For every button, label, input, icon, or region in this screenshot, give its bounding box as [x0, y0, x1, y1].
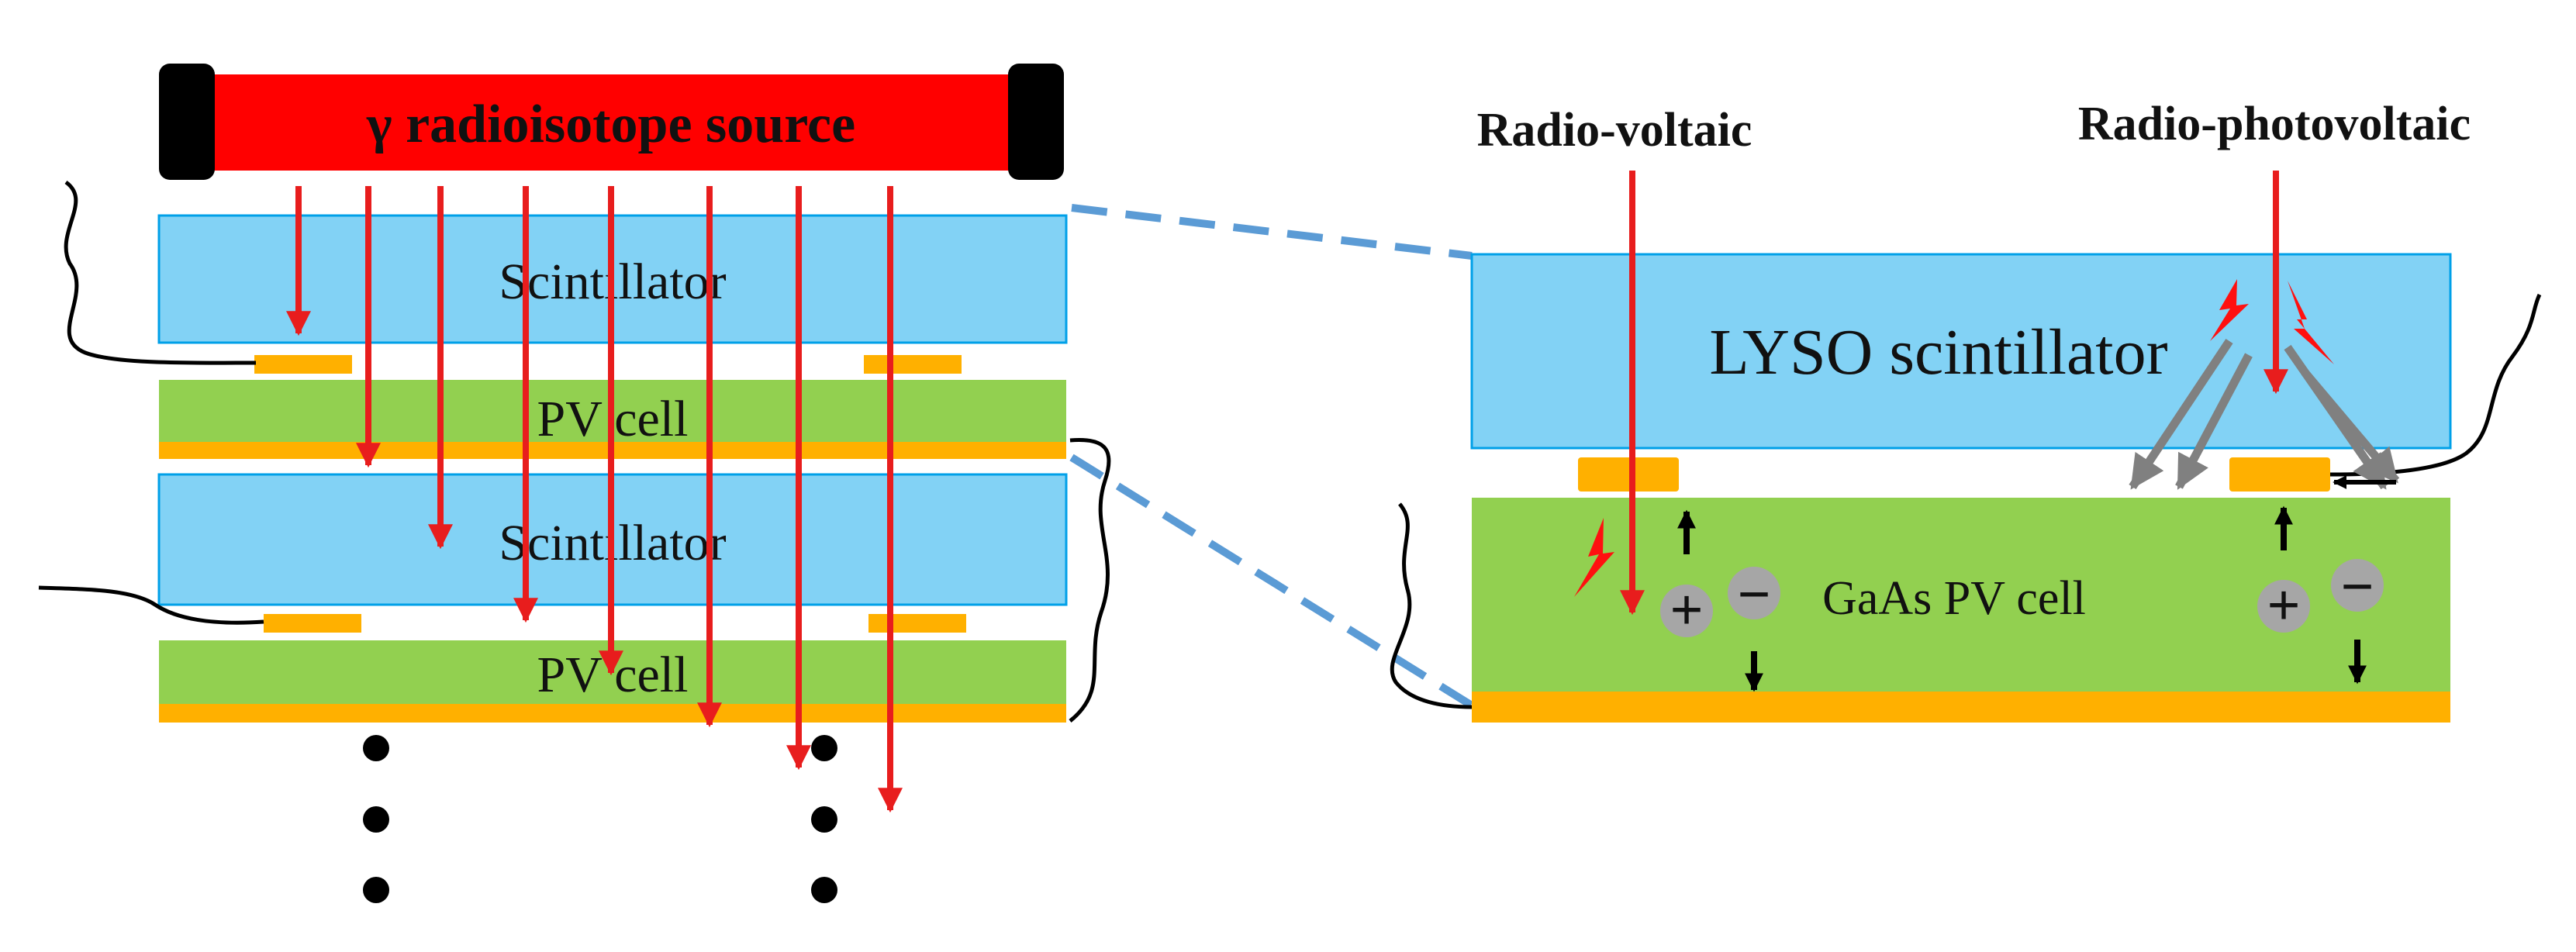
wire-right — [1069, 438, 1111, 723]
left-stack: γ radioisotope source Scintillator PV ce… — [38, 64, 1111, 903]
source-bar — [203, 74, 1033, 171]
gamma-rays — [286, 186, 903, 813]
electron-carrier — [1728, 567, 1780, 619]
minus-symbol: − — [1737, 562, 1770, 627]
radioisotope-source: γ radioisotope source — [159, 64, 1064, 180]
back-contact-2 — [159, 704, 1066, 723]
gaas-back-contact — [1472, 692, 2450, 723]
wire-right-detail-bottom — [1390, 502, 1473, 709]
hole-carrier — [1660, 585, 1713, 637]
radio-photovoltaic-label: Radio-photovoltaic — [2078, 98, 2471, 150]
gaas-pv-cell-label: GaAs PV cell — [1822, 572, 2086, 625]
minus-symbol: − — [2340, 554, 2374, 619]
ellipsis-dot — [363, 806, 389, 833]
zoom-line-top — [1071, 204, 1473, 260]
ellipsis-dot — [811, 806, 837, 833]
ellipsis-dot — [363, 877, 389, 903]
wire-right-detail-top — [2329, 293, 2542, 477]
lightning-icon — [2210, 279, 2249, 341]
zoom-line-bottom — [1069, 454, 1474, 709]
ellipsis-dot — [811, 735, 837, 761]
contact-pad — [868, 614, 966, 633]
right-detail: Radio-voltaic Radio-photovoltaic LYSO sc… — [1390, 98, 2542, 723]
contact-pad — [264, 614, 361, 633]
scintillation-photons — [2129, 338, 2400, 490]
continuation-dots — [363, 735, 837, 903]
electron-hole-pair-left: + − — [1660, 509, 1780, 692]
photon-arrow — [2129, 338, 2233, 490]
ellipsis-dot — [811, 877, 837, 903]
hole-carrier — [2257, 580, 2310, 633]
photon-arrow — [2175, 353, 2253, 490]
source-end-cap-right — [1008, 64, 1064, 180]
electron-carrier — [2331, 559, 2384, 612]
ellipsis-dot — [363, 735, 389, 761]
contact-pad-right — [2229, 457, 2330, 492]
radio-voltaic-label: Radio-voltaic — [1477, 104, 1752, 157]
plus-symbol: + — [1670, 578, 1703, 643]
lightning-icon — [1574, 518, 1614, 597]
photon-arrow — [2301, 369, 2400, 484]
wire-left-bottom — [38, 585, 264, 625]
lyso-scintillator-label: LYSO scintillator — [1709, 316, 2167, 388]
plus-symbol: + — [2267, 573, 2300, 638]
contact-pad — [254, 355, 352, 374]
source-label: γ radioisotope source — [366, 95, 855, 154]
electron-hole-pair-right: + − — [2257, 505, 2384, 685]
contact-pad — [864, 355, 962, 374]
wire-left-top — [64, 180, 257, 365]
contact-pad-left — [1578, 457, 1679, 492]
source-end-cap-left — [159, 64, 215, 180]
